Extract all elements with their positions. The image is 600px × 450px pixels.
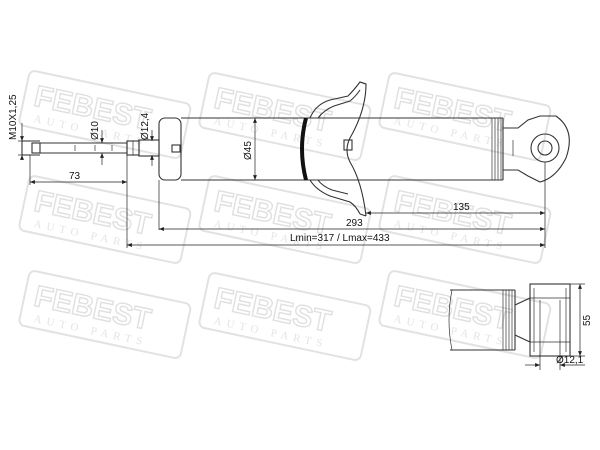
piston-rod (40, 142, 128, 154)
label-collar-dia: Ø12,4 (140, 112, 151, 140)
seal-ring (300, 117, 308, 181)
shock-absorber (21, 81, 570, 217)
body-tube (181, 117, 504, 181)
label-seat-to-eye: 293 (346, 218, 363, 229)
label-rod-dia: Ø10 (90, 121, 101, 140)
label-thread: M10X1,25 (8, 94, 19, 140)
label-total-length: Lmin=317 / Lmax=433 (290, 233, 390, 244)
top-cap (158, 117, 182, 181)
spring-seat (309, 81, 367, 217)
label-eye-length: 135 (453, 202, 470, 213)
dimension-lines (18, 118, 546, 248)
lower-eye (503, 115, 570, 183)
label-eye-height: 55 (582, 314, 593, 326)
label-eye-bore: Ø12,1 (556, 355, 584, 366)
label-rod-length: 73 (69, 171, 81, 182)
eye-detail-view (448, 283, 585, 370)
label-body-dia: Ø45 (243, 141, 254, 160)
watermark-layer: FEBEST AUTO PARTS FEBEST AUTO PARTS FEBE… (18, 70, 552, 361)
rod-thread (21, 140, 41, 156)
